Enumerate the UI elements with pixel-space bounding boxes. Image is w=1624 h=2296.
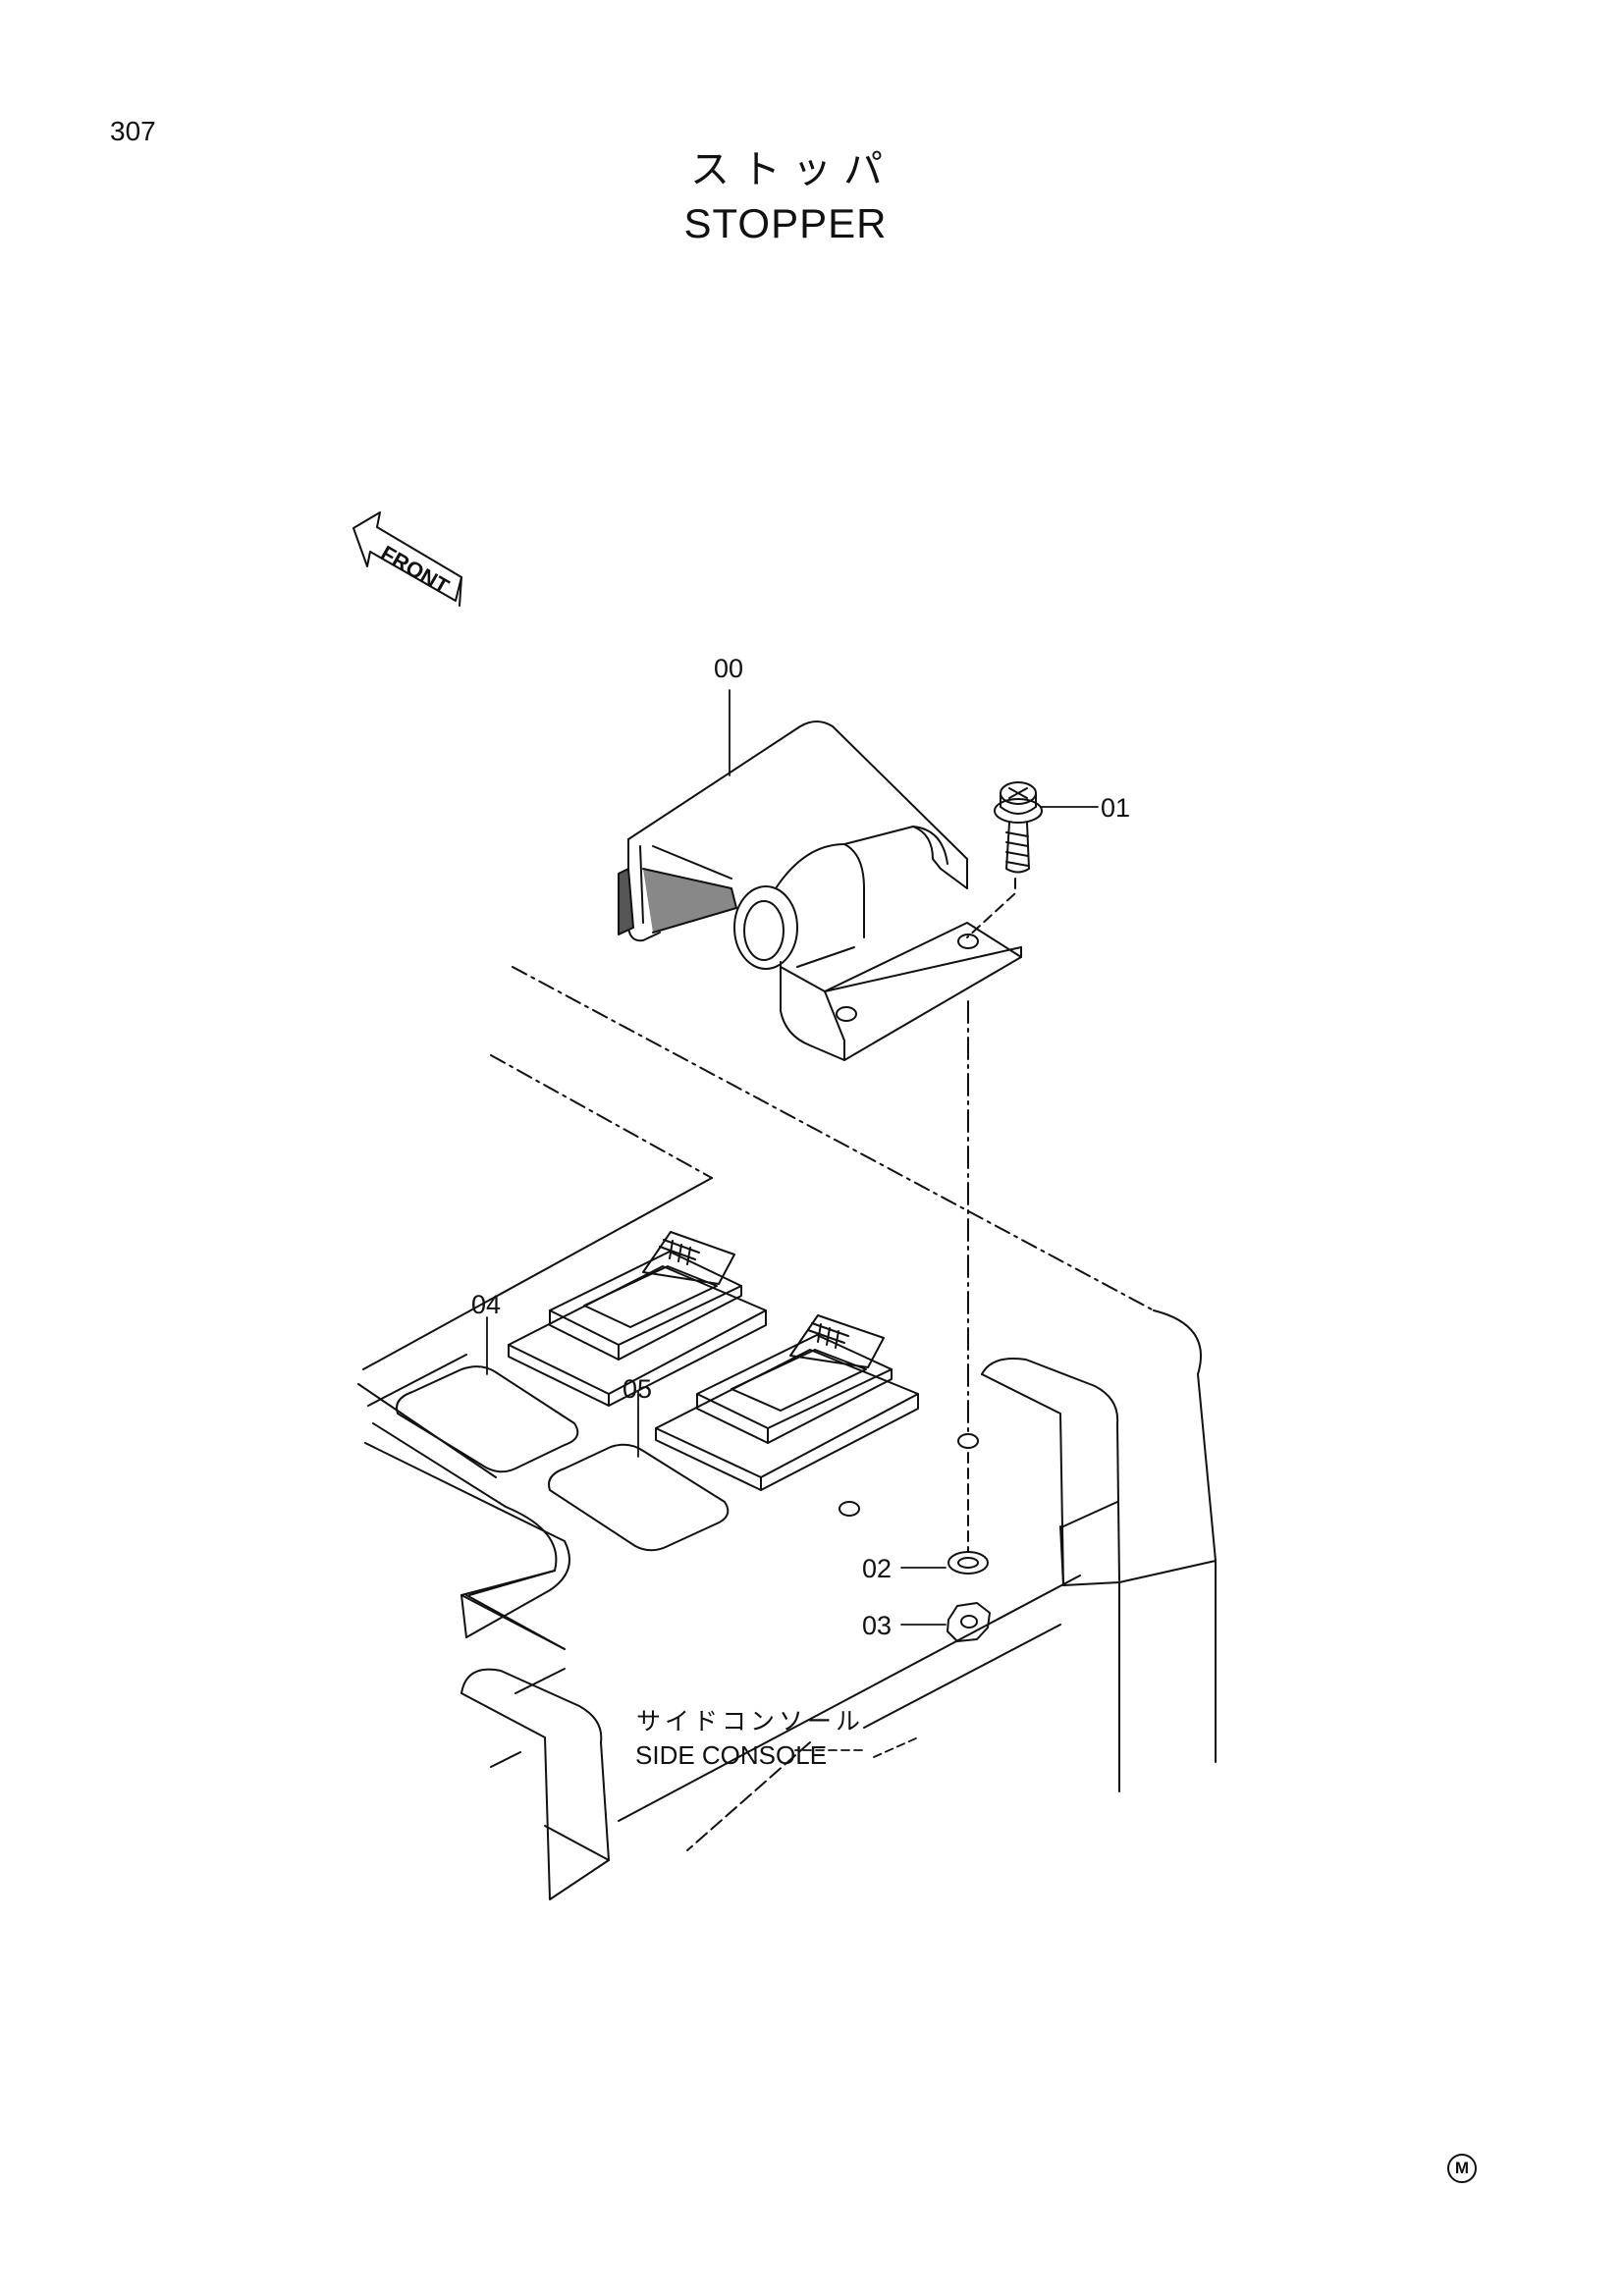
assembly-lines [957, 878, 1016, 1552]
rocker-switch-icon [508, 1231, 767, 1407]
part-label-03: 03 [862, 1611, 892, 1640]
part-label-04: 04 [471, 1290, 501, 1319]
side-console-label-en: SIDE CONSOLE [635, 1740, 827, 1770]
part-05-pad [548, 1443, 730, 1552]
page-number: 307 [110, 116, 156, 146]
part-label-02: 02 [862, 1554, 892, 1583]
leader-lines [486, 689, 1099, 1758]
part-label-05: 05 [623, 1374, 652, 1404]
title-english: STOPPER [683, 200, 888, 246]
title-japanese: ストッパ [690, 147, 894, 192]
part-00-stopper-bracket [618, 721, 1022, 1061]
title-block: ストッパ STOPPER [0, 137, 1571, 247]
side-console-label-jp: サイドコンソール [636, 1707, 864, 1735]
rocker-switch-icon [655, 1314, 919, 1491]
part-label-00: 00 [714, 654, 743, 683]
front-arrow-icon: FRONT [352, 511, 462, 607]
part-01-screw [994, 781, 1043, 874]
part-03-nut [947, 1602, 991, 1642]
side-console-body [357, 966, 1217, 1900]
manufacturer-mark: M [1447, 2154, 1477, 2183]
part-label-01: 01 [1101, 793, 1130, 823]
part-02-washer [947, 1551, 989, 1575]
part-04-pad [396, 1365, 579, 1473]
